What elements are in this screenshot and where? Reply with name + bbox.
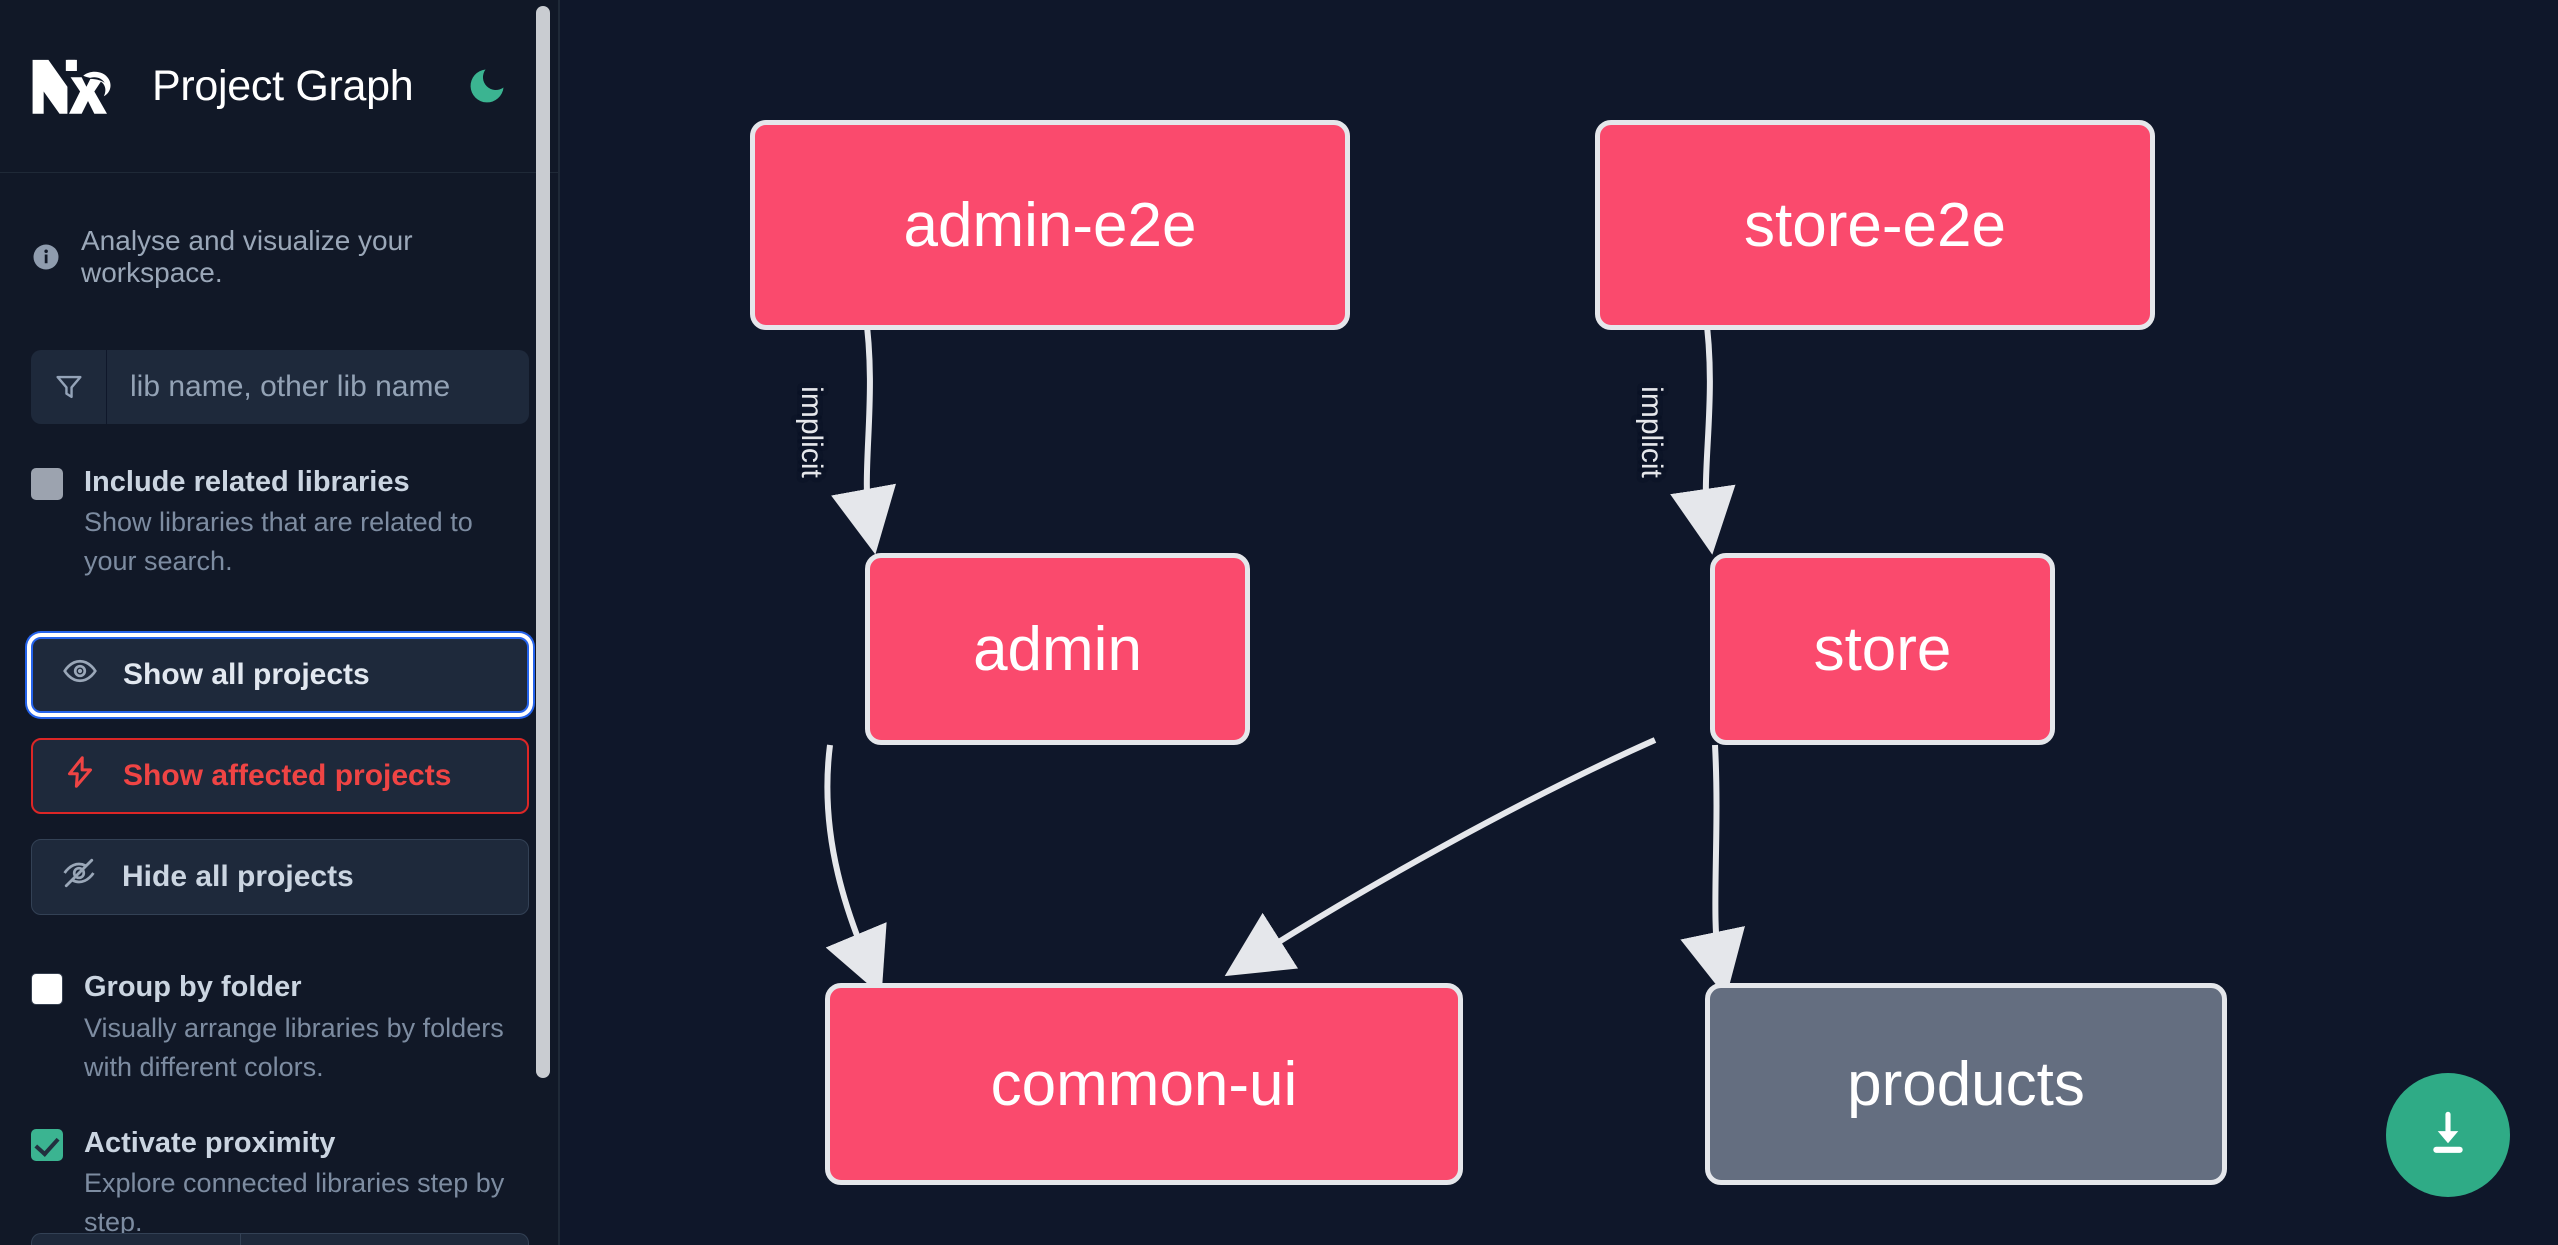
option-description: Show libraries that are related to your … xyxy=(84,507,473,577)
node-label: admin-e2e xyxy=(903,190,1197,260)
node-label: admin xyxy=(973,614,1142,684)
sidebar-scrollbar[interactable] xyxy=(536,6,550,1078)
graph-node-store[interactable]: store xyxy=(1710,553,2055,745)
sidebar-bottom-control[interactable] xyxy=(31,1233,529,1245)
page-title: Project Graph xyxy=(152,61,414,110)
option-group-by-folder[interactable]: Group by folder Visually arrange librari… xyxy=(0,967,560,1086)
sidebar: Project Graph Analyse and visualize your… xyxy=(0,0,560,1245)
edge-label-implicit-store: implicit xyxy=(1634,386,1668,478)
nx-logo xyxy=(31,55,126,117)
lightning-bolt-icon xyxy=(62,754,98,798)
edge-store-products xyxy=(1680,744,1745,998)
edge-label-implicit-admin: implicit xyxy=(794,386,828,478)
include-related-libraries-checkbox[interactable] xyxy=(31,468,63,500)
moon-icon[interactable] xyxy=(465,64,509,108)
option-activate-proximity[interactable]: Activate proximity Explore connected lib… xyxy=(0,1123,560,1242)
edge-admin-common-ui xyxy=(824,744,887,996)
hide-all-projects-label: Hide all projects xyxy=(122,860,354,894)
graph-node-admin-e2e[interactable]: admin-e2e xyxy=(750,120,1350,330)
option-include-related-libraries[interactable]: Include related libraries Show libraries… xyxy=(0,462,560,581)
edge-store-common-ui xyxy=(1224,737,1657,977)
sidebar-header: Project Graph xyxy=(0,0,560,173)
edge-admin-e2e-admin xyxy=(831,309,897,555)
graph-node-store-e2e[interactable]: store-e2e xyxy=(1595,120,2155,330)
option-description: Explore connected libraries step by step… xyxy=(84,1168,505,1238)
node-label: products xyxy=(1847,1049,2085,1119)
show-all-projects-label: Show all projects xyxy=(123,658,370,692)
node-label: store-e2e xyxy=(1744,190,2006,260)
download-icon xyxy=(2420,1105,2476,1166)
hide-all-projects-button[interactable]: Hide all projects xyxy=(31,839,529,916)
edge-store-e2e-store xyxy=(1670,309,1736,555)
graph-node-products[interactable]: products xyxy=(1705,983,2227,1185)
download-button[interactable] xyxy=(2386,1073,2510,1197)
sidebar-divider xyxy=(558,0,560,1245)
activate-proximity-checkbox[interactable] xyxy=(31,1128,63,1161)
option-description: Visually arrange libraries by folders wi… xyxy=(84,1012,504,1082)
show-all-projects-button[interactable]: Show all projects xyxy=(31,637,529,714)
funnel-icon xyxy=(31,350,107,424)
option-label: Activate proximity xyxy=(84,1126,336,1159)
graph-node-common-ui[interactable]: common-ui xyxy=(825,983,1463,1185)
node-label: common-ui xyxy=(990,1049,1298,1119)
option-label: Include related libraries xyxy=(84,466,410,498)
node-label: store xyxy=(1813,614,1952,684)
show-affected-projects-label: Show affected projects xyxy=(123,759,452,793)
filter-box xyxy=(31,350,529,424)
show-affected-projects-button[interactable]: Show affected projects xyxy=(31,738,529,815)
tagline-text: Analyse and visualize your workspace. xyxy=(81,225,413,288)
info-icon xyxy=(31,242,61,272)
graph-canvas[interactable]: admin-e2e store-e2e admin store common-u… xyxy=(560,0,2558,1245)
eye-icon xyxy=(62,653,98,697)
graph-edges xyxy=(824,309,1745,998)
eye-slash-icon xyxy=(61,855,97,899)
projects-button-group: Show all projects Show affected projects xyxy=(31,637,529,916)
graph-node-admin[interactable]: admin xyxy=(865,553,1250,745)
option-label: Group by folder xyxy=(84,971,302,1004)
search-input[interactable] xyxy=(107,350,529,424)
tagline: Analyse and visualize your workspace. xyxy=(0,173,560,289)
group-by-folder-checkbox[interactable] xyxy=(31,973,63,1006)
